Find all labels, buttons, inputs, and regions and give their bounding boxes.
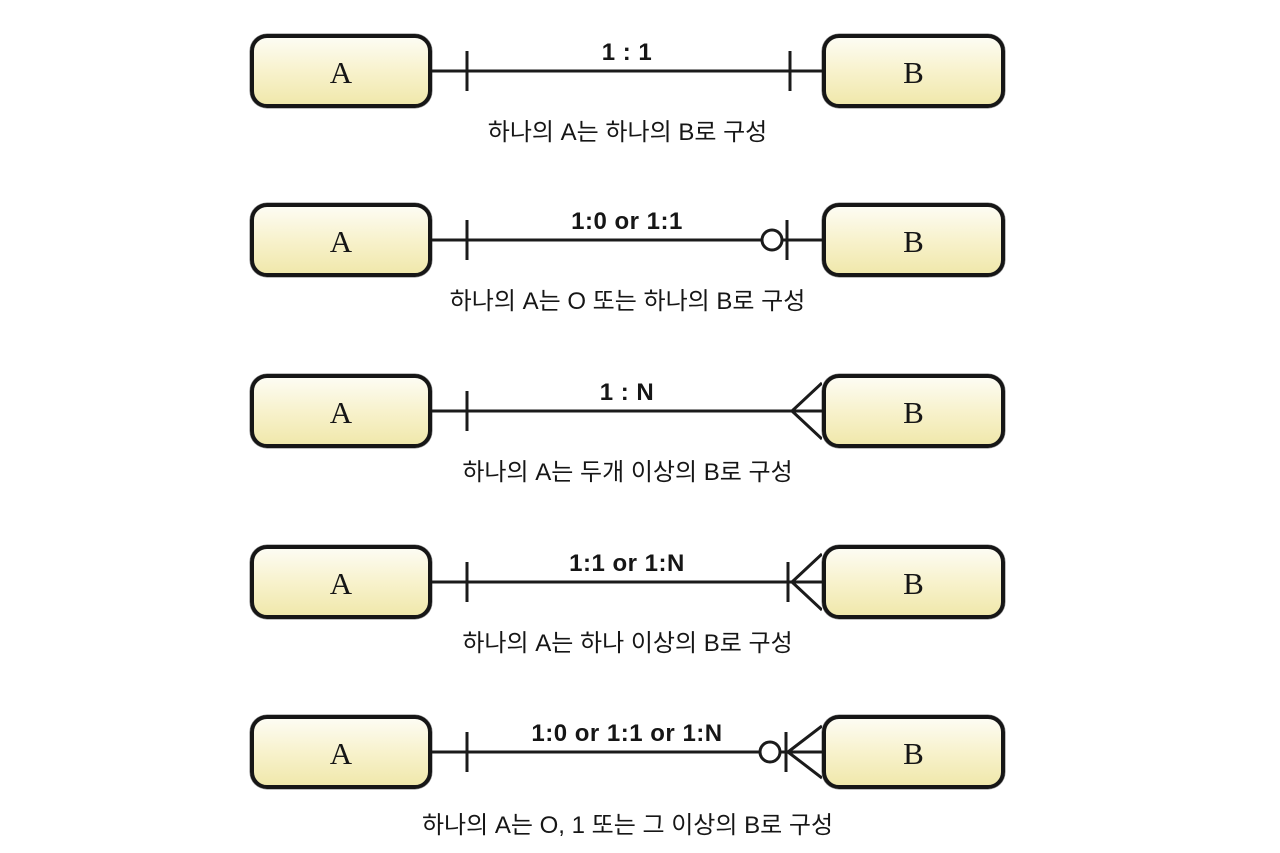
relationship-row-1-to-0-1-or-n: A 1:0 or 1:1 or 1:N 하나의 A는 O, 1 또는 그 이상의… [0, 715, 1280, 845]
cardinality-label: 1 : N [599, 379, 655, 406]
crow-foot-marker [787, 724, 822, 780]
connector-line-1-to-1-or-n [432, 552, 822, 612]
entity-b-box: B [822, 545, 1005, 619]
cardinality-label: 1:0 or 1:1 [571, 208, 683, 235]
entity-a-label: A [329, 565, 353, 601]
entity-a-box: A [250, 203, 432, 277]
entity-a-label: A [329, 54, 353, 90]
entity-a-box: A [250, 715, 432, 789]
entity-b-label: B [903, 565, 924, 601]
entity-b-label: B [903, 54, 924, 90]
entity-b-box: B [822, 715, 1005, 789]
connector-line-1-to-0-1-or-n [432, 724, 822, 780]
entity-b-label: B [903, 394, 924, 430]
zero-circle-marker [758, 740, 782, 764]
relationship-caption: 하나의 A는 O, 1 또는 그 이상의 B로 구성 [421, 812, 834, 839]
connector-line-1-to-0-or-1 [432, 220, 822, 260]
crow-foot-marker [790, 552, 822, 612]
entity-a-label: A [329, 394, 353, 430]
entity-a-box: A [250, 34, 432, 108]
relationship-row-1-to-1-or-n: A 1:1 or 1:N 하나의 A는 하나 이상의 B로 구성 B [0, 545, 1280, 675]
entity-b-label: B [903, 223, 924, 259]
crow-foot-marker [790, 381, 822, 441]
relationship-caption: 하나의 A는 하나의 B로 구성 [487, 119, 768, 146]
relationship-row-1-to-1: A 1 : 1 하나의 A는 하나의 B로 구성 B [0, 34, 1280, 164]
entity-b-box: B [822, 374, 1005, 448]
entity-a-box: A [250, 545, 432, 619]
connector-line-1-to-n [432, 381, 822, 441]
relationship-row-1-to-0-or-1: A 1:0 or 1:1 하나의 A는 O 또는 하나의 B로 구성 B [0, 203, 1280, 333]
relationship-row-1-to-n: A 1 : N 하나의 A는 두개 이상의 B로 구성 B [0, 374, 1280, 504]
entity-a-label: A [329, 735, 353, 771]
entity-a-label: A [329, 223, 353, 259]
cardinality-label: 1:1 or 1:N [569, 550, 685, 577]
relationship-caption: 하나의 A는 두개 이상의 B로 구성 [462, 459, 793, 486]
relationship-caption: 하나의 A는 하나 이상의 B로 구성 [462, 630, 793, 657]
entity-a-box: A [250, 374, 432, 448]
connector-line-1-to-1 [432, 51, 822, 91]
zero-circle-marker [760, 228, 784, 252]
entity-b-box: B [822, 34, 1005, 108]
entity-b-box: B [822, 203, 1005, 277]
cardinality-label: 1 : 1 [601, 39, 653, 66]
entity-b-label: B [903, 735, 924, 771]
cardinality-label: 1:0 or 1:1 or 1:N [531, 720, 723, 747]
relationship-caption: 하나의 A는 O 또는 하나의 B로 구성 [449, 288, 806, 315]
